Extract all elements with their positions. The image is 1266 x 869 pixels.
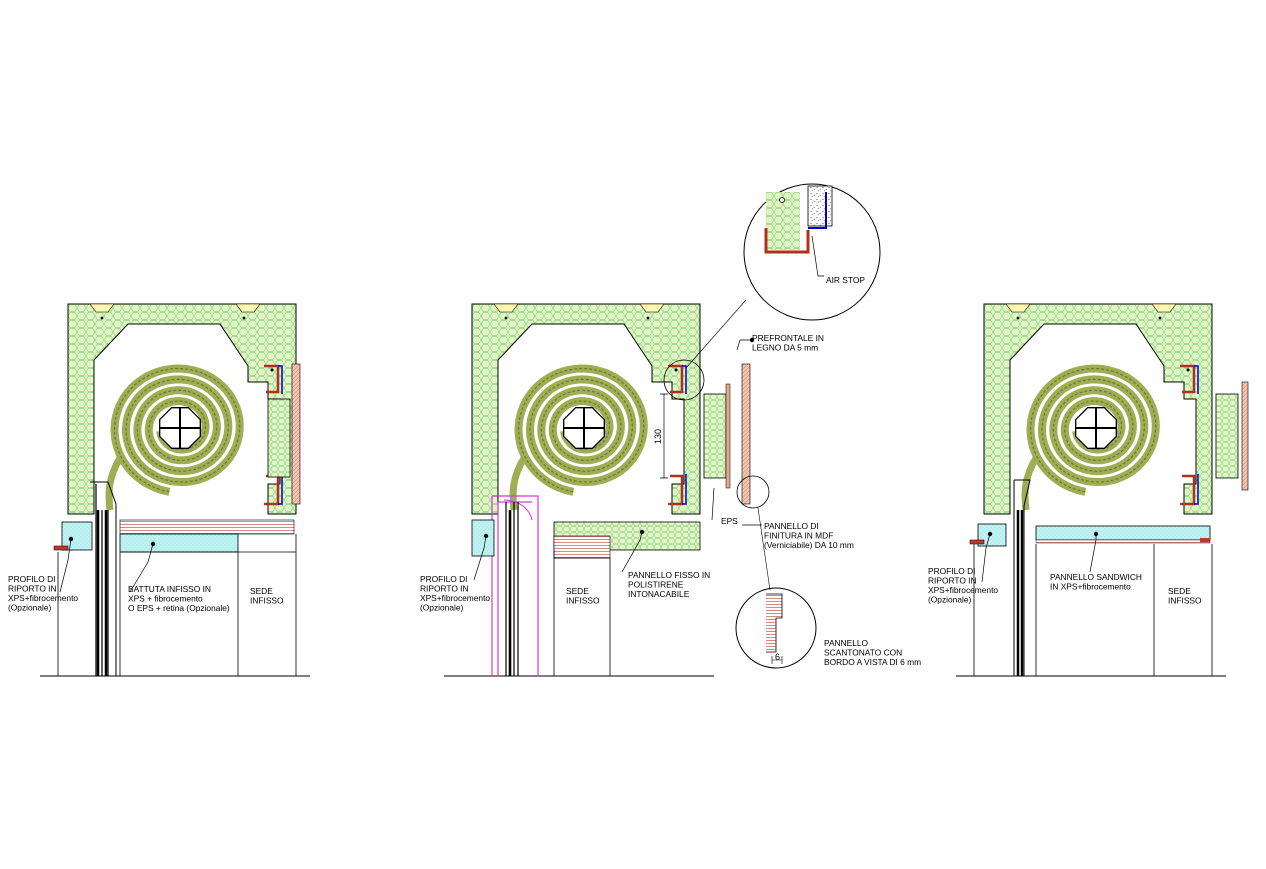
leader-battuta-dot — [150, 541, 156, 547]
guide-slats — [96, 510, 108, 676]
leader-fisso — [621, 531, 643, 573]
callout-panel-profile — [766, 593, 783, 653]
sede-infisso-frame — [57, 534, 297, 676]
axle-cross — [159, 407, 201, 449]
roller-tail — [1021, 456, 1040, 511]
window-frame-magenta — [491, 495, 539, 676]
sede-infisso-frame — [553, 550, 611, 676]
callout-concrete — [807, 185, 833, 227]
roller — [1021, 364, 1160, 511]
profilo-riporto — [471, 519, 495, 557]
wood-cladding — [1241, 381, 1249, 491]
side-panel — [1215, 393, 1239, 479]
sill-strip — [553, 535, 611, 559]
label-air-stop: AIR STOP — [826, 275, 865, 285]
sandwich-cement-layer — [1035, 539, 1211, 544]
profilo-red-strip — [969, 539, 985, 545]
sandwich-end-cap — [1200, 538, 1210, 542]
callout-airstop-line — [808, 192, 827, 229]
leader-prefrontale — [736, 339, 752, 351]
profilo-riporto — [61, 521, 93, 551]
pannello-finitura — [741, 363, 751, 505]
callout-guide — [764, 228, 810, 254]
profilo-riporto — [977, 523, 1007, 547]
sede-infisso-frame — [973, 544, 1213, 676]
guide-outer — [90, 481, 117, 676]
leader-sandwich-dot — [1093, 531, 1099, 537]
callout-link-bottom — [757, 507, 771, 591]
guide-rails — [505, 502, 519, 676]
leader-profilo — [59, 538, 72, 593]
pannello-sandwich — [1035, 525, 1211, 541]
roller-tail — [105, 456, 124, 511]
callout-origin-bottom — [736, 475, 770, 509]
guide-outer — [1013, 479, 1031, 676]
side-panel — [267, 398, 291, 478]
leader-air-stop — [811, 235, 824, 277]
window-arc — [503, 499, 533, 521]
dim-130: 130 — [653, 429, 663, 444]
leader-battuta — [129, 543, 154, 593]
roller — [105, 364, 244, 511]
axle-cross — [1075, 407, 1117, 449]
leader-prefrontale-dot — [749, 337, 755, 343]
leader-eps — [711, 487, 715, 521]
leader-profilo-dot — [68, 536, 74, 542]
detail-left — [40, 302, 310, 677]
dim-6-line — [771, 656, 783, 664]
callout-origin — [663, 359, 705, 401]
guide-slats — [1016, 510, 1024, 676]
roller — [509, 364, 648, 511]
dim-130-line — [660, 393, 668, 479]
label-eps: EPS — [721, 516, 738, 526]
leader-profilo — [981, 533, 991, 583]
dim-6: 6 — [775, 652, 780, 662]
eps-panel — [703, 393, 727, 479]
leader-profilo-dot — [483, 533, 489, 539]
leader-profilo-dot — [987, 531, 993, 537]
detail-magnifiers — [663, 183, 881, 669]
detail-right — [956, 302, 1249, 677]
leader-fisso-dot — [639, 529, 645, 535]
prefrontale-legno — [725, 383, 731, 489]
detail-center — [444, 302, 751, 677]
guide-rails — [95, 484, 109, 676]
leader-profilo — [473, 535, 487, 581]
callout-link — [685, 299, 747, 369]
battuta-strip — [119, 519, 295, 535]
profilo-red-strip — [53, 545, 69, 551]
battuta-infisso — [119, 533, 239, 553]
axle-cross — [563, 407, 605, 449]
sections-layer — [40, 183, 1249, 677]
wood-cladding — [291, 363, 301, 505]
